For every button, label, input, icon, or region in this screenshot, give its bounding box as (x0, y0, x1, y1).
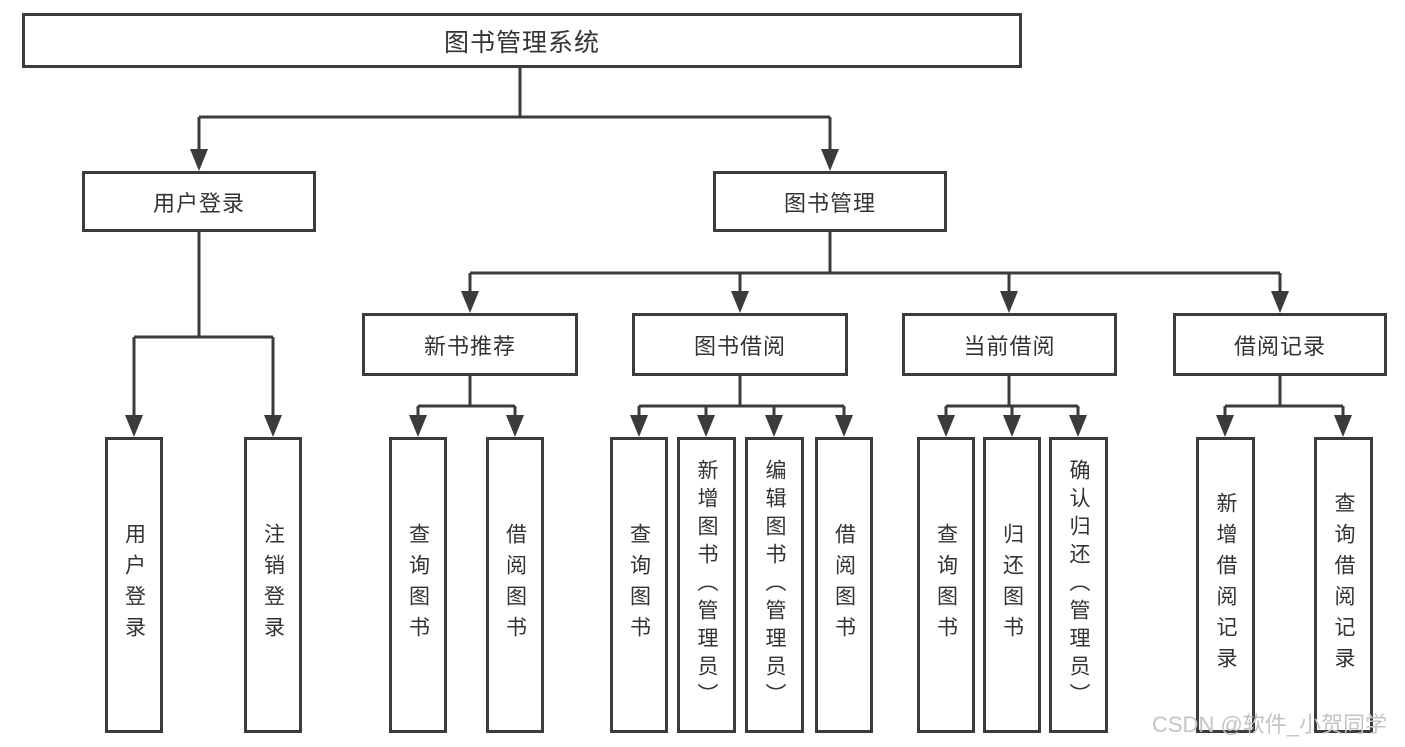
node-current-borrowing-label: 当前借阅 (963, 333, 1056, 359)
node-user-login-label: 用户登录 (152, 190, 245, 216)
node-current-borrowing: 当前借阅 (902, 313, 1117, 376)
leaf-query-borrow-record-label: 查询借阅记录 (1332, 492, 1355, 678)
leaf-recommend-borrow-books: 借阅图书 (486, 437, 544, 733)
leaf-edit-books-admin: 编辑图书（管理员） (745, 437, 804, 733)
leaf-borrowing-query-books-label: 查询图书 (627, 523, 651, 647)
node-user-login: 用户登录 (82, 171, 316, 232)
connector-book-management-to-level3 (461, 232, 1289, 313)
node-library-system: 图书管理系统 (22, 13, 1022, 68)
node-book-management-label: 图书管理 (783, 190, 876, 216)
connector-new-book-recommend-children (409, 376, 524, 437)
connector-user-login-children (125, 232, 282, 437)
node-book-management: 图书管理 (713, 171, 947, 232)
leaf-edit-books-admin-label: 编辑图书（管理员） (763, 459, 786, 711)
node-new-book-recommend-label: 新书推荐 (423, 333, 516, 359)
leaf-add-books-admin-label: 新增图书（管理员） (695, 459, 718, 711)
csdn-watermark: CSDN @软件_小贺同学 (1152, 712, 1388, 737)
leaf-borrowing-borrow-books-label: 借阅图书 (832, 523, 856, 647)
leaf-borrowing-borrow-books: 借阅图书 (815, 437, 873, 733)
leaf-current-query-books: 查询图书 (917, 437, 975, 733)
leaf-confirm-return-admin: 确认归还（管理员） (1049, 437, 1108, 733)
leaf-query-borrow-record: 查询借阅记录 (1314, 437, 1373, 733)
leaf-add-borrow-record-label: 新增借阅记录 (1214, 492, 1237, 678)
connector-borrowing-records-children (1216, 376, 1352, 437)
connector-root-to-level2 (190, 68, 839, 171)
leaf-confirm-return-admin-label: 确认归还（管理员） (1067, 459, 1090, 711)
leaf-logout: 注销登录 (244, 437, 302, 733)
connector-book-borrowing-children (630, 376, 853, 437)
leaf-recommend-query-books: 查询图书 (389, 437, 447, 733)
node-book-borrowing-label: 图书借阅 (693, 333, 786, 359)
node-new-book-recommend: 新书推荐 (362, 313, 578, 376)
node-borrowing-records-label: 借阅记录 (1233, 333, 1326, 359)
leaf-logout-label: 注销登录 (261, 523, 285, 647)
leaf-current-query-books-label: 查询图书 (934, 523, 958, 647)
node-library-system-label: 图书管理系统 (443, 28, 600, 57)
node-book-borrowing: 图书借阅 (632, 313, 848, 376)
leaf-user-login: 用户登录 (105, 437, 163, 733)
leaf-user-login-label: 用户登录 (122, 523, 146, 647)
connector-current-borrowing-children (937, 376, 1087, 437)
leaf-recommend-query-books-label: 查询图书 (406, 523, 430, 647)
leaf-recommend-borrow-books-label: 借阅图书 (503, 523, 527, 647)
node-borrowing-records: 借阅记录 (1173, 313, 1387, 376)
leaf-return-books-label: 归还图书 (1000, 523, 1024, 647)
leaf-add-books-admin: 新增图书（管理员） (677, 437, 736, 733)
leaf-return-books: 归还图书 (983, 437, 1041, 733)
leaf-add-borrow-record: 新增借阅记录 (1196, 437, 1255, 733)
leaf-borrowing-query-books: 查询图书 (610, 437, 668, 733)
